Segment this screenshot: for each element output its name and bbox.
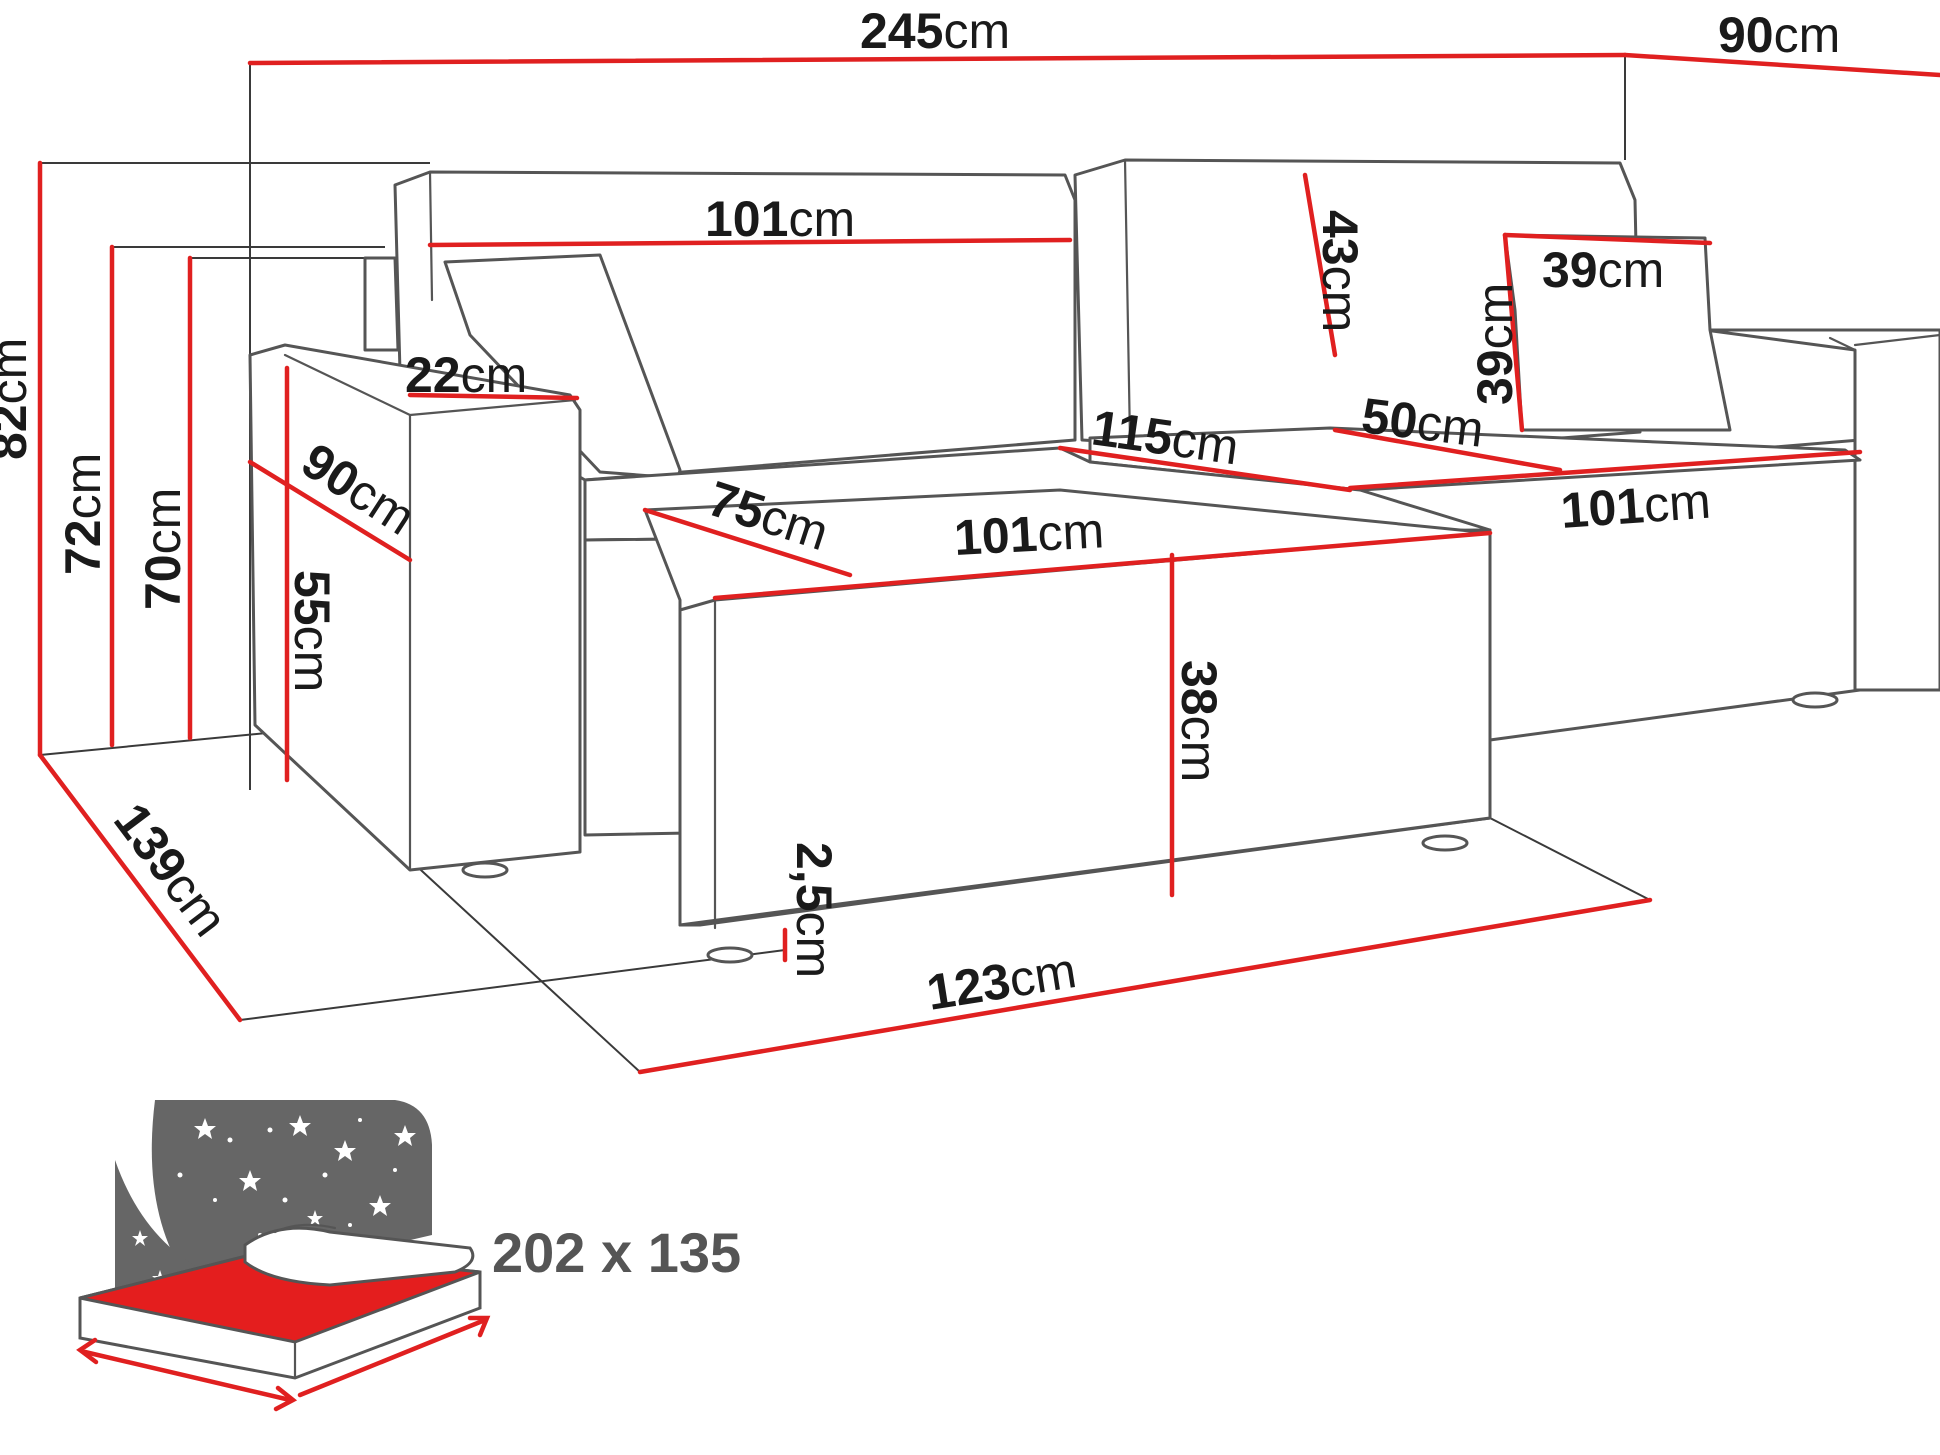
left-armrest [248,343,582,872]
right-pillow [1503,233,1732,432]
label-chaise-depth-top: 90cm [1718,7,1840,63]
label-cushion-width: 50cm [1359,387,1487,457]
leg-middle [1421,834,1469,852]
label-backrest-height-2: 70cm [135,488,191,610]
label-cushion-height: 43cm [1312,210,1368,332]
leg-front [706,946,754,964]
label-total-height: 82cm [0,338,37,460]
label-seat-depth-chaise: 115cm [1088,399,1242,475]
stars [132,1115,416,1286]
label-bottom-width: 123cm [923,942,1080,1021]
label-pillow-width: 39cm [1542,242,1664,298]
label-total-width: 245cm [860,3,1010,59]
label-side-depth: 139cm [103,793,238,947]
label-backrest-height-1: 72cm [55,453,111,575]
leg-left [461,861,509,879]
label-pullout-height: 38cm [1171,660,1227,782]
label-armrest-height: 55cm [284,570,340,692]
sleeping-area-icon: 202 x 135 [76,1100,741,1412]
sleeping-area-label: 202 x 135 [492,1221,741,1284]
right-armrest [1703,328,1940,692]
label-chaise-width: 101cm [1559,473,1713,539]
leg-right [1791,691,1839,709]
dimension-lines [37,52,1940,1075]
label-leg-height: 2,5cm [786,842,842,978]
sofa-drawing [248,158,1940,964]
label-backrest-width-left: 101cm [705,191,855,247]
label-pullout-width: 101cm [953,502,1106,566]
label-pillow-height: 39cm [1467,283,1523,405]
label-armrest-width: 22cm [405,347,527,403]
